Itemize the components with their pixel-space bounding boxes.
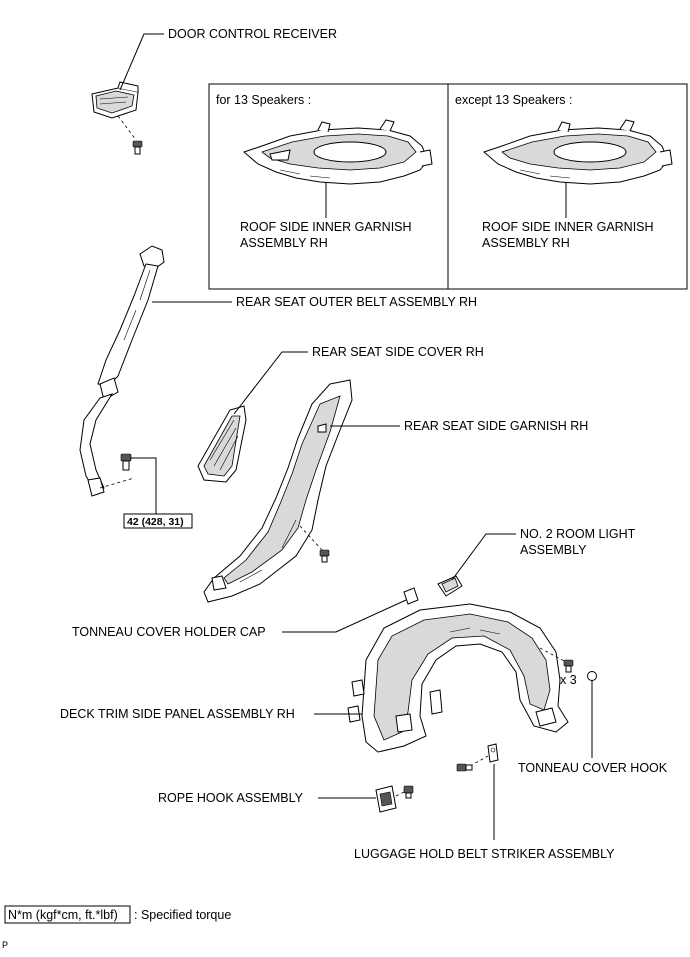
deck-trim-side-panel-part [347, 603, 569, 753]
tonneau-cover-holder-cap-label: TONNEAU COVER HOLDER CAP [72, 625, 266, 639]
door-control-receiver-part [91, 81, 139, 119]
rope-hook-screw [403, 785, 414, 799]
torque-value-label: 42 (428, 31) [127, 516, 184, 528]
rear-seat-side-cover-leader [233, 351, 308, 415]
rear-seat-side-cover-label: REAR SEAT SIDE COVER RH [312, 345, 484, 359]
roof-garnish-13-speakers-part [243, 119, 433, 185]
footer-mark: P [2, 940, 8, 950]
roof-garnish-13-label-line1: ROOF SIDE INNER GARNISH [240, 220, 412, 234]
rope-hook-label: ROPE HOOK ASSEMBLY [158, 791, 304, 805]
door-control-receiver-label: DOOR CONTROL RECEIVER [168, 27, 337, 41]
torque-value-box [123, 513, 193, 529]
luggage-striker-label: LUGGAGE HOLD BELT STRIKER ASSEMBLY [354, 847, 615, 861]
screw-quantity-label: x 3 [560, 673, 577, 687]
roof-garnish-except-13-part [483, 119, 673, 185]
door-control-receiver-screw [132, 140, 143, 155]
belt-anchor-bolt [120, 453, 132, 471]
torque-legend-unit: N*m (kgf*cm, ft.*lbf) [8, 908, 118, 922]
rear-seat-side-garnish-part [203, 379, 353, 603]
roof-garnish-13-label-line2: ASSEMBLY RH [240, 236, 328, 250]
roof-garnish-except-label-line2: ASSEMBLY RH [482, 236, 570, 250]
room-light-part [437, 575, 463, 597]
deck-trim-clip-screw [563, 659, 574, 673]
garnish-clip-screw [319, 549, 330, 563]
torque-legend-description: : Specified torque [134, 908, 231, 922]
tonneau-cover-holder-cap-part [403, 587, 419, 605]
rope-hook-part [375, 785, 397, 813]
roof-garnish-except-label-line1: ROOF SIDE INNER GARNISH [482, 220, 654, 234]
torque-legend-box [4, 905, 131, 924]
rear-seat-side-garnish-label: REAR SEAT SIDE GARNISH RH [404, 419, 588, 433]
room-light-leader [451, 533, 516, 581]
except-13-speakers-heading: except 13 Speakers : [455, 93, 572, 107]
rear-seat-outer-belt-part [79, 245, 165, 497]
striker-screw [456, 763, 473, 772]
tonneau-cover-hook-part [587, 671, 597, 681]
for-13-speakers-heading: for 13 Speakers : [216, 93, 311, 107]
tonneau-cover-holder-cap-leader [282, 599, 407, 633]
rear-seat-outer-belt-label: REAR SEAT OUTER BELT ASSEMBLY RH [236, 295, 477, 309]
room-light-label-line1: NO. 2 ROOM LIGHT [520, 527, 636, 541]
luggage-striker-part [487, 743, 499, 763]
rear-seat-side-cover-part [197, 405, 247, 483]
door-control-receiver-leader [119, 33, 164, 91]
deck-trim-side-panel-label: DECK TRIM SIDE PANEL ASSEMBLY RH [60, 707, 295, 721]
room-light-label-line2: ASSEMBLY [520, 543, 587, 557]
tonneau-cover-hook-label: TONNEAU COVER HOOK [518, 761, 668, 775]
